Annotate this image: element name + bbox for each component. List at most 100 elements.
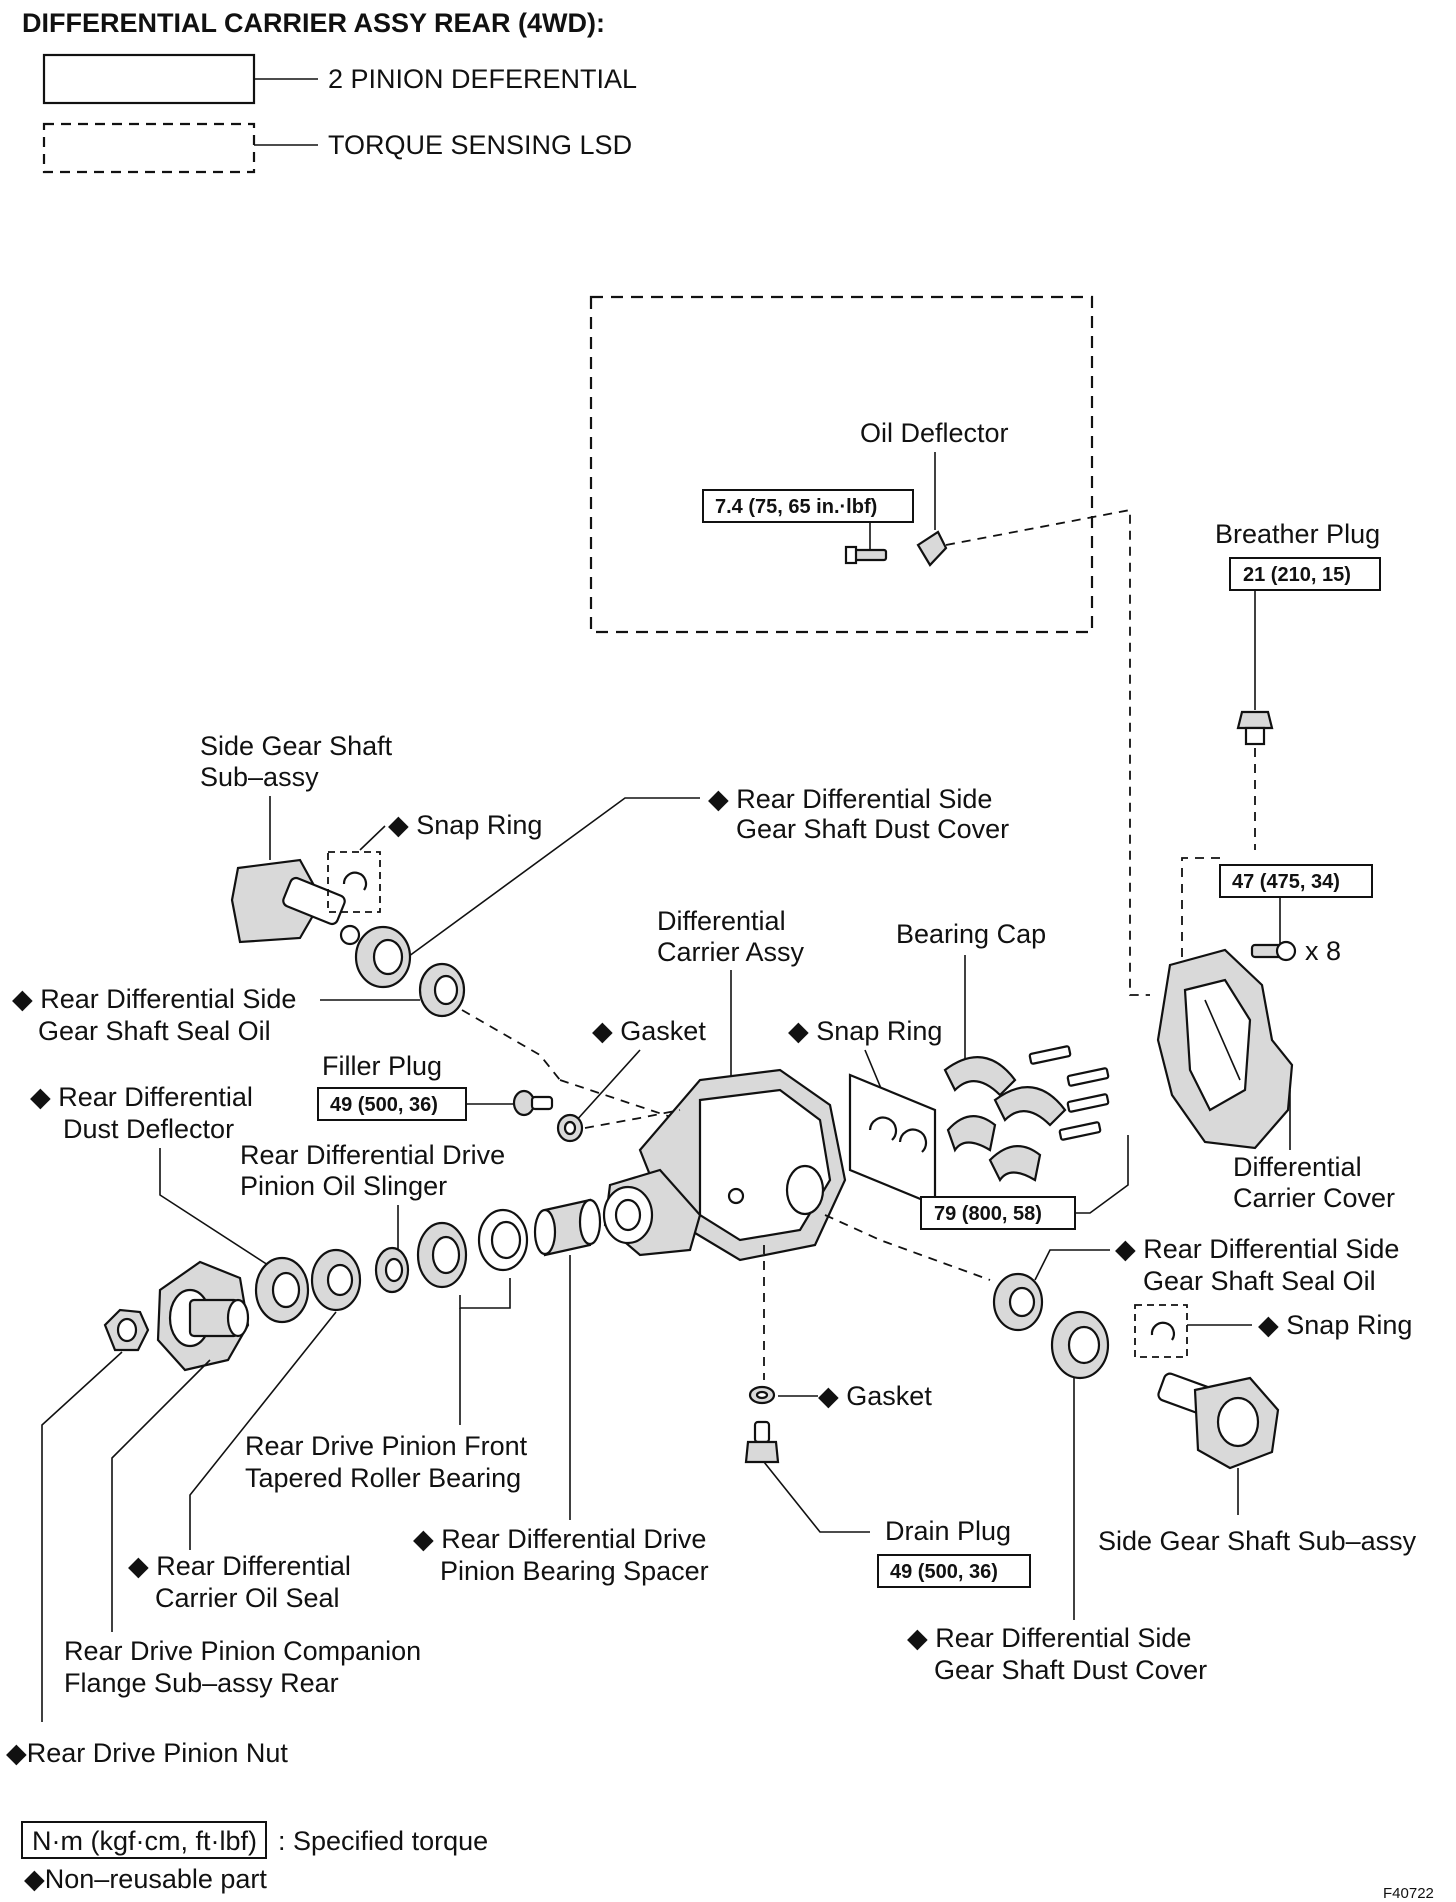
cover-bolt-torque: 47 (475, 34) [1232, 871, 1340, 893]
torque-unit-label: N·m (kgf·cm, ft·lbf) [32, 1826, 257, 1856]
snap-ring-right-dashed-box [1134, 1304, 1188, 1358]
oil-deflector-torque-box [702, 489, 914, 523]
snap-ring-right-label: ◆ Snap Ring [1258, 1310, 1412, 1340]
cover-bolt-icon [1250, 940, 1297, 962]
oil-slinger-label-l2: Pinion Oil Slinger [240, 1171, 447, 1201]
breather-plug-torque-box [1229, 557, 1381, 591]
seal-oil-left-label-l2: Gear Shaft Seal Oil [38, 1016, 271, 1046]
snap-ring-left-leader [359, 825, 386, 851]
seal-oil-left-label-l1: ◆ Rear Differential Side [12, 984, 296, 1014]
carrier-oil-seal-label-l1: ◆ Rear Differential [128, 1551, 351, 1581]
lsd-region-box [589, 295, 1094, 634]
carrier-cover-label-l2: Carrier Cover [1233, 1183, 1395, 1213]
side-gear-shaft-label-l2: Sub–assy [200, 762, 319, 792]
gasket-upper-label: ◆ Gasket [592, 1016, 706, 1046]
gasket-bottom-icon [748, 1385, 776, 1405]
dust-deflector-icon [254, 1256, 310, 1324]
side-gear-shaft-right-label: Side Gear Shaft Sub–assy [1098, 1526, 1417, 1556]
pinion-nut-leader [41, 1351, 123, 1722]
filler-plug-torque: 49 (500, 36) [330, 1094, 438, 1116]
bearing-spacer-label-l2: Pinion Bearing Spacer [440, 1556, 709, 1586]
oil-slinger-icon [374, 1246, 410, 1294]
legend-dashed-label: TORQUE SENSING LSD [328, 130, 632, 160]
torque-desc-label: : Specified torque [278, 1826, 488, 1856]
cover-dash [1181, 857, 1220, 960]
side-gear-shaft-label-l1: Side Gear Shaft [200, 731, 393, 761]
drain-plug-leader [763, 1461, 870, 1533]
seal-oil-right-leader [1034, 1249, 1110, 1281]
figure-id: F40722 [1383, 1885, 1434, 1902]
cover-bolt-torque-box [1219, 864, 1373, 898]
carrier-oil-seal-leader [189, 1311, 337, 1550]
legend-dashed-box [42, 122, 256, 174]
front-bearing-label-l1: Rear Drive Pinion Front [245, 1431, 528, 1461]
dust-cover-right-label-l1: ◆ Rear Differential Side [907, 1623, 1191, 1653]
dust-deflector-leader [159, 1148, 269, 1266]
companion-flange-leader [111, 1359, 211, 1632]
snap-ring-right-icon [1150, 1321, 1175, 1341]
diff-carrier-assy-icon [602, 1068, 847, 1262]
breather-plug-torque: 21 (210, 15) [1243, 564, 1351, 586]
left-shaft-dash [461, 1009, 561, 1081]
diagram-title: DIFFERENTIAL CARRIER ASSY REAR (4WD): [22, 8, 605, 38]
carrier-oil-seal-label-l2: Carrier Oil Seal [155, 1583, 340, 1613]
front-bearing-label-l2: Tapered Roller Bearing [245, 1463, 521, 1493]
gasket-upper-icon [556, 1113, 584, 1143]
drain-plug-icon [744, 1420, 780, 1464]
carrier-cover-label-l1: Differential [1233, 1152, 1362, 1182]
drain-plug-torque-box [877, 1554, 1031, 1588]
dust-cover-right-icon [1050, 1310, 1110, 1380]
pinion-nut-icon [103, 1308, 150, 1352]
legend-solid-label: 2 PINION DEFERENTIAL [328, 64, 637, 94]
seal-oil-left-icon [418, 962, 466, 1018]
bearing-cap-bolts-icon [1028, 1045, 1110, 1141]
filler-plug-icon [512, 1089, 554, 1117]
filler-plug-label: Filler Plug [322, 1051, 442, 1081]
bearing-cap-torque-leader [1075, 1135, 1129, 1214]
snap-ring-center-label: ◆ Snap Ring [788, 1016, 942, 1046]
companion-flange-label-l2: Flange Sub–assy Rear [64, 1668, 339, 1698]
snap-ring-left-label: ◆ Snap Ring [388, 810, 542, 840]
diff-carrier-assy-label-l2: Carrier Assy [657, 937, 805, 967]
front-bearing-icon [416, 1208, 529, 1289]
companion-flange-label-l1: Rear Drive Pinion Companion [64, 1636, 421, 1666]
torque-unit-box [21, 1821, 267, 1859]
times-8-label: x 8 [1305, 936, 1341, 966]
bearing-spacer-icon [533, 1198, 602, 1257]
front-bearing-bracket [459, 1278, 511, 1309]
seal-oil-right-icon [992, 1272, 1044, 1332]
companion-flange-icon [156, 1260, 250, 1372]
right-shaft-dash [824, 1214, 991, 1281]
diff-carrier-assy-label-l1: Differential [657, 906, 786, 936]
dust-cover-left-label-l1: ◆ Rear Differential Side [708, 784, 992, 814]
side-gear-shaft-left-icon [230, 858, 361, 946]
drain-plug-label: Drain Plug [885, 1516, 1011, 1546]
dust-deflector-label-l2: Dust Deflector [63, 1114, 234, 1144]
oil-slinger-label-l1: Rear Differential Drive [240, 1140, 505, 1170]
breather-plug-label: Breather Plug [1215, 519, 1380, 549]
pinion-nut-label: ◆Rear Drive Pinion Nut [6, 1738, 288, 1768]
carrier-cover-icon [1156, 948, 1294, 1150]
snap-ring-center-icon-2 [898, 1128, 928, 1153]
dust-cover-left-icon [354, 925, 412, 989]
left-shaft-dash-2 [559, 1079, 681, 1121]
seal-oil-right-label-l2: Gear Shaft Seal Oil [1143, 1266, 1376, 1296]
bearing-cap-icon [943, 1056, 1067, 1183]
dust-cover-right-label-l2: Gear Shaft Dust Cover [934, 1655, 1207, 1685]
snap-ring-center-icon-1 [868, 1116, 898, 1141]
oil-deflector-icon [916, 530, 948, 567]
carrier-oil-seal-icon [310, 1248, 362, 1312]
bearing-cap-label: Bearing Cap [896, 919, 1046, 949]
bearing-cap-torque-box [920, 1196, 1076, 1230]
filler-plug-torque-box [317, 1087, 467, 1121]
dust-deflector-label-l1: ◆ Rear Differential [30, 1082, 253, 1112]
snap-ring-left-icon [342, 871, 368, 891]
bearing-cap-torque: 79 (800, 58) [934, 1203, 1042, 1225]
oil-deflector-torque: 7.4 (75, 65 in.·lbf) [715, 496, 877, 518]
oil-deflector-bolt-icon [844, 545, 888, 565]
legend-solid-box [42, 53, 256, 105]
snap-ring-left-dashed-box [327, 851, 381, 913]
oil-deflector-label: Oil Deflector [860, 418, 1009, 448]
